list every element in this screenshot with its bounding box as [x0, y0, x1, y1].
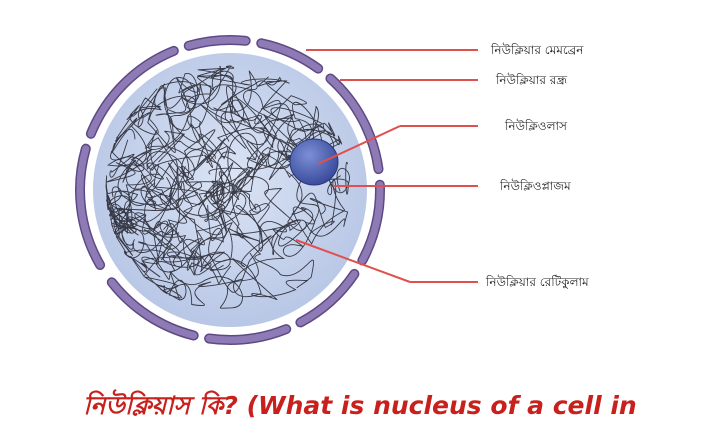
chromatin-thread	[147, 84, 229, 174]
chromatin-thread	[117, 226, 243, 307]
chromatin-thread	[138, 162, 212, 280]
chromatin-thread	[292, 179, 349, 245]
chromatin-thread	[205, 148, 320, 257]
membrane-segment	[108, 278, 198, 339]
leader-line-nucleolus	[317, 125, 401, 165]
chromatin-thread	[128, 174, 335, 293]
chromatin-thread	[144, 129, 225, 263]
chromatin-thread	[144, 229, 232, 285]
nuclear-membrane	[75, 35, 385, 345]
label-nuclear-reticulum: নিউক্লিয়ার রেটিকুলাম	[485, 275, 589, 290]
chromatin-thread	[182, 153, 271, 276]
chromatin-thread	[109, 117, 155, 190]
chromatin-thread	[186, 188, 298, 271]
chromatin-thread	[105, 189, 147, 235]
chromatin-thread	[167, 73, 224, 205]
label-nuclear-membrane: নিউক্লিয়ার মেমব্রেন	[490, 43, 584, 57]
label-nucleoplasm: নিউক্লিওপ্লাজম	[499, 179, 571, 193]
chromatin-thread	[210, 170, 314, 298]
chromatin-thread	[117, 162, 187, 254]
chromatin-thread	[144, 252, 259, 309]
membrane-segment	[296, 270, 358, 326]
nucleolus	[289, 138, 339, 186]
membrane-segment	[257, 39, 322, 73]
membrane-segment	[76, 145, 104, 269]
page-caption: নিউক্লিয়াস কি? (What is nucleus of a ce…	[83, 391, 637, 420]
leader-line-reticulum-a	[295, 239, 411, 283]
membrane-segment	[326, 75, 382, 173]
label-nuclear-pore: নিউক্লিয়ার রন্ধ্র	[495, 73, 567, 87]
leader-lines	[295, 49, 478, 283]
label-nucleolus: নিউক্লিওলাস	[504, 119, 568, 133]
chromatin-thread	[209, 152, 269, 239]
membrane-segment	[185, 36, 250, 50]
chromatin-thread	[182, 166, 261, 222]
membrane-segment	[358, 181, 384, 264]
chromatin-thread	[112, 95, 196, 178]
nuclear-reticulum	[105, 65, 350, 309]
chromatin-thread	[137, 65, 222, 131]
membrane-segment	[205, 325, 290, 344]
chromatin-thread	[270, 106, 342, 163]
chromatin-thread	[193, 99, 258, 201]
nucleoplasm	[93, 53, 367, 327]
membrane-segment	[87, 47, 178, 138]
chromatin-thread	[197, 67, 264, 159]
chromatin-thread	[232, 205, 315, 301]
chromatin-thread	[107, 88, 185, 183]
